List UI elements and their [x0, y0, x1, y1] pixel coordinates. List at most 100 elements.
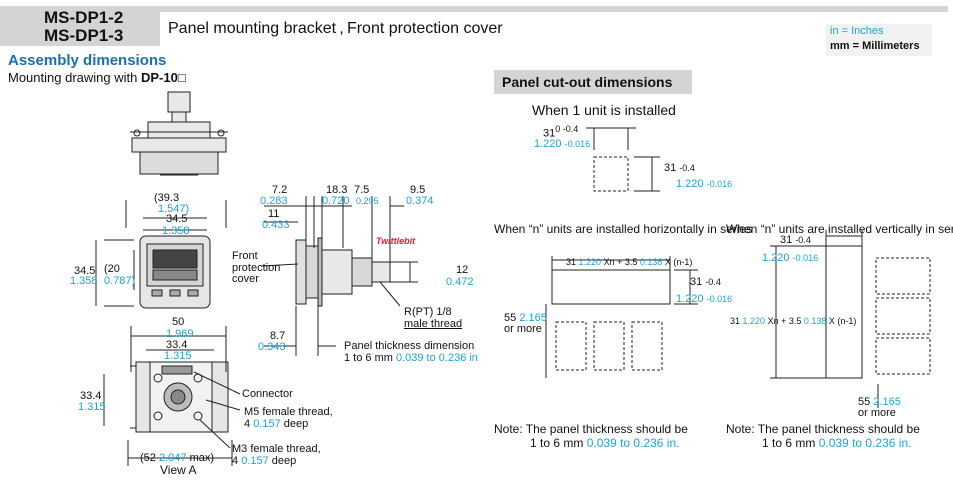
- vert-formula-d: 0.138: [803, 316, 827, 326]
- dim-1-358-top: 1.358: [162, 225, 190, 237]
- cutout-vertical: [770, 230, 931, 408]
- dim-39-3: (39.3: [154, 192, 180, 204]
- dim-2-047: 2.047: [158, 452, 187, 464]
- vert-w-in: 1.220 -0.016: [762, 252, 818, 264]
- vert-w-dim: 31 -0.4: [780, 234, 811, 246]
- panel-thickness-range: 1 to 6 mm 0.039 to 0.236 in: [344, 352, 478, 364]
- one-unit-h-tol-dn: -0.4: [679, 163, 695, 173]
- one-unit-h-1-220: 1.220: [676, 178, 704, 190]
- dim-0-374: 0.374: [406, 195, 434, 207]
- m5-thread-label: M5 female thread,: [244, 406, 333, 418]
- horiz-h-in: 1.220 -0.016: [676, 293, 732, 305]
- dim-33-4-top: 33.4: [166, 339, 188, 351]
- one-unit-w-tol: 0 -0.4: [555, 124, 578, 134]
- dim-1-315-top: 1.315: [164, 350, 192, 362]
- m5-depth-tail: deep: [283, 418, 309, 430]
- vert-formula-b: 1.220: [742, 316, 766, 326]
- front-cover-label-2: protection: [232, 262, 281, 274]
- panel-thickness-mm: 1 to 6 mm: [344, 352, 393, 364]
- one-unit-w-dim: 310 -0.4: [543, 124, 578, 140]
- vert-formula: 31 1.220 Xn + 3.5 0.138 X (n-1): [730, 316, 856, 326]
- dim-1-547: 1.547): [158, 203, 190, 215]
- rpt-label-2: male thread: [404, 318, 463, 330]
- watermark-label: Twittlebit: [376, 236, 416, 246]
- m3-depth-in: 0.157: [241, 455, 269, 467]
- dim-1-358-side: 1.358: [70, 275, 98, 287]
- one-unit-w-tol-up: 0: [555, 124, 561, 134]
- horiz-formula-d: 0.138: [639, 257, 663, 267]
- horiz-gap-or-more: or more: [504, 323, 542, 335]
- one-unit-w-tol-dn: -0.4: [562, 124, 579, 134]
- vert-note-in: 0.039 to 0.236 in.: [818, 436, 912, 450]
- m5-depth-mm: 4: [244, 418, 251, 430]
- horiz-gap-55: 55: [504, 312, 517, 324]
- m3-depth-mm: 4: [232, 455, 239, 467]
- dim-52: (52 2.047 max): [140, 452, 214, 464]
- one-unit-w-1-220: 1.220: [534, 138, 562, 150]
- dim-33-4-side: 33.4: [80, 390, 102, 402]
- panel-thickness-in: 0.039 to 0.236 in: [395, 352, 478, 364]
- assembly-subtitle-prefix: Mounting drawing with: [8, 70, 141, 85]
- cutout-title: Panel cut-out dimensions: [494, 70, 692, 94]
- dim-11: 11: [268, 208, 280, 220]
- horiz-h-dim: 31 -0.4: [690, 276, 721, 288]
- cutout-one-unit: [586, 127, 660, 192]
- vert-gap-dim: 55 2.165: [858, 396, 901, 408]
- assembly-title: Assembly dimensions: [8, 52, 167, 69]
- dim-1-969: 1.969: [166, 328, 194, 340]
- vert-w-tol: -0.4: [795, 235, 811, 245]
- dim-0-283: 0.283: [260, 195, 288, 207]
- dim-50: 50: [172, 316, 185, 328]
- one-unit-h-31: 31: [664, 162, 677, 174]
- horiz-note-line-1: Note: The panel thickness should be: [494, 422, 688, 436]
- dim-12: 12: [456, 264, 469, 276]
- top-view-drawing: [130, 91, 228, 176]
- vert-w-1-220: 1.220: [762, 252, 790, 264]
- horiz-formula: 31 1.220 Xn + 3.5 0.138 X (n-1): [566, 257, 692, 267]
- horiz-formula-a: 31: [566, 257, 577, 267]
- horiz-formula-c: Xn + 3.5: [603, 257, 638, 267]
- vertical-series-title: When “n” units are installed vertically …: [726, 222, 953, 236]
- one-unit-w-in: 1.220 -0.016: [534, 138, 590, 150]
- side-view-drawing: [295, 237, 391, 307]
- view-a-drawing: [130, 361, 229, 433]
- model-ms-dp1-2: MS-DP1-2: [44, 8, 124, 27]
- horiz-h-in-tol: -0.016: [706, 294, 733, 304]
- horiz-formula-e: X (n-1): [664, 257, 693, 267]
- dim-9-5: 9.5: [410, 184, 426, 196]
- front-view-drawing: [125, 200, 227, 309]
- dim-0-720: 0.720: [322, 195, 350, 207]
- dim-1-315-side: 1.315: [78, 401, 106, 413]
- dim-0-343: 0.343: [258, 341, 286, 353]
- rpt-label-1: R(PT) 1/8: [404, 306, 452, 318]
- vert-gap-55: 55: [858, 396, 871, 408]
- dim-52-tail: max): [189, 452, 215, 464]
- horiz-gap-2-165: 2.165: [519, 312, 547, 324]
- horiz-note-mm: 1 to 6 mm: [530, 436, 584, 450]
- dim-7-5: 7.5: [354, 184, 370, 196]
- unit-legend: in = Inches mm = Millimeters: [826, 24, 932, 56]
- dim-34-5-top: 34.5: [166, 213, 188, 225]
- horiz-note-line-2: 1 to 6 mm 0.039 to 0.236 in.: [530, 436, 679, 450]
- page-subtitle: Panel mounting bracket , Front protectio…: [168, 20, 503, 37]
- vert-w-31: 31: [780, 234, 793, 246]
- one-unit-w-in-tol: -0.016: [564, 139, 591, 149]
- dim-0-433: 0.433: [262, 219, 290, 231]
- vert-formula-c: Xn + 3.5: [767, 316, 802, 326]
- m5-depth-in: 0.157: [253, 418, 281, 430]
- panel-thickness-label: Panel thickness dimension: [344, 340, 475, 352]
- one-unit-h-in: 1.220 -0.016: [676, 178, 732, 190]
- one-unit-title: When 1 unit is installed: [532, 102, 676, 118]
- legend-inches: in = Inches: [830, 25, 884, 37]
- m5-depth: 4 0.157 deep: [244, 418, 308, 430]
- dim-0-295: 0.295: [356, 196, 379, 206]
- model-header: MS-DP1-2 MS-DP1-3: [0, 6, 160, 46]
- front-cover-label-1: Front: [232, 250, 258, 262]
- m3-depth-tail: deep: [271, 455, 297, 467]
- vert-w-in-tol: -0.016: [792, 253, 819, 263]
- connector-label: Connector: [242, 388, 293, 400]
- dim-18-3: 18.3: [326, 184, 348, 196]
- vert-formula-e: X (n-1): [828, 316, 857, 326]
- horiz-h-tol: -0.4: [705, 277, 721, 287]
